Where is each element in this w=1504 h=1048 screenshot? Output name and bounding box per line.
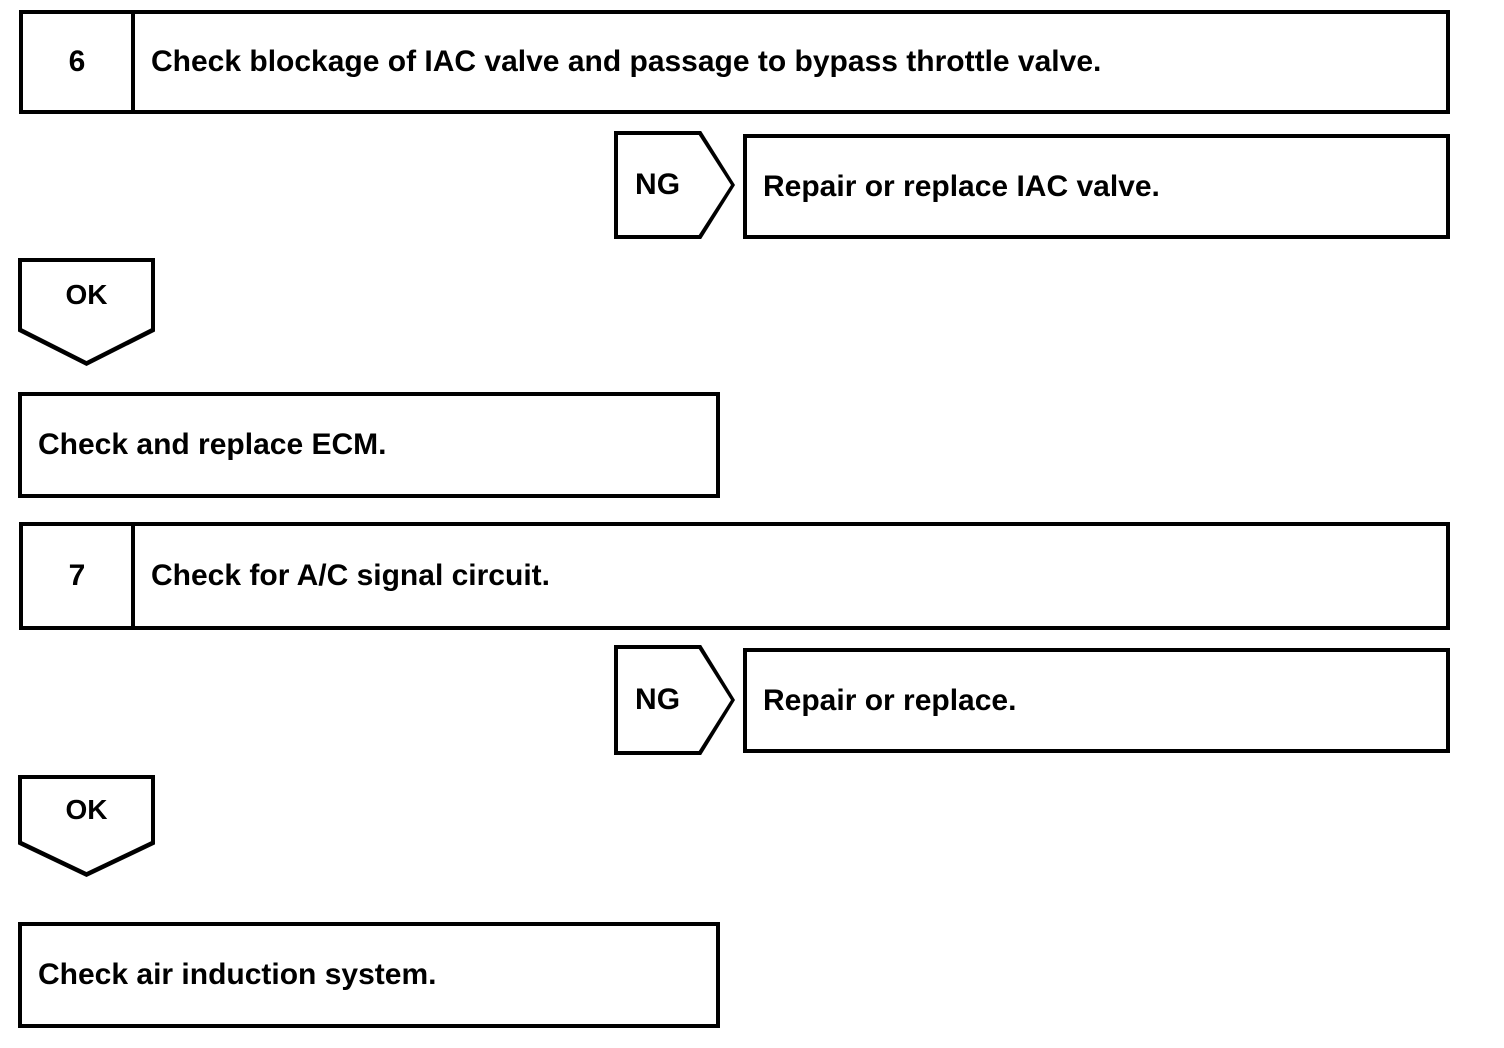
ng-result-box-6[interactable]: Repair or replace IAC valve. [743,134,1450,239]
ok-result-text-6: Check and replace ECM. [38,428,387,461]
ok-arrow-7-label: OK [65,793,108,825]
ng-result-text-6: Repair or replace IAC valve. [763,169,1160,203]
ng-arrow-6[interactable]: NG [614,131,735,239]
ng-result-box-7[interactable]: Repair or replace. [743,648,1450,753]
ok-arrow-6-label: OK [65,278,108,310]
ok-arrow-6[interactable]: OK [18,258,155,366]
ng-arrow-7[interactable]: NG [614,645,735,755]
step-title-7: Check for A/C signal circuit. [151,559,550,592]
step-number-6: 6 [23,14,135,110]
step-title-6: Check blockage of IAC valve and passage … [151,45,1102,78]
ok-result-box-7[interactable]: Check air induction system. [18,922,720,1028]
step-row-6[interactable]: 6 Check blockage of IAC valve and passag… [19,10,1450,114]
ng-result-text-7: Repair or replace. [763,683,1017,717]
ng-arrow-7-label: NG [635,683,681,716]
ok-result-text-7: Check air induction system. [38,958,437,991]
step-row-7[interactable]: 7 Check for A/C signal circuit. [19,522,1450,630]
step-number-7: 7 [23,526,135,626]
ok-arrow-7[interactable]: OK [18,775,155,877]
ng-arrow-6-label: NG [635,168,681,201]
ok-result-box-6[interactable]: Check and replace ECM. [18,392,720,498]
